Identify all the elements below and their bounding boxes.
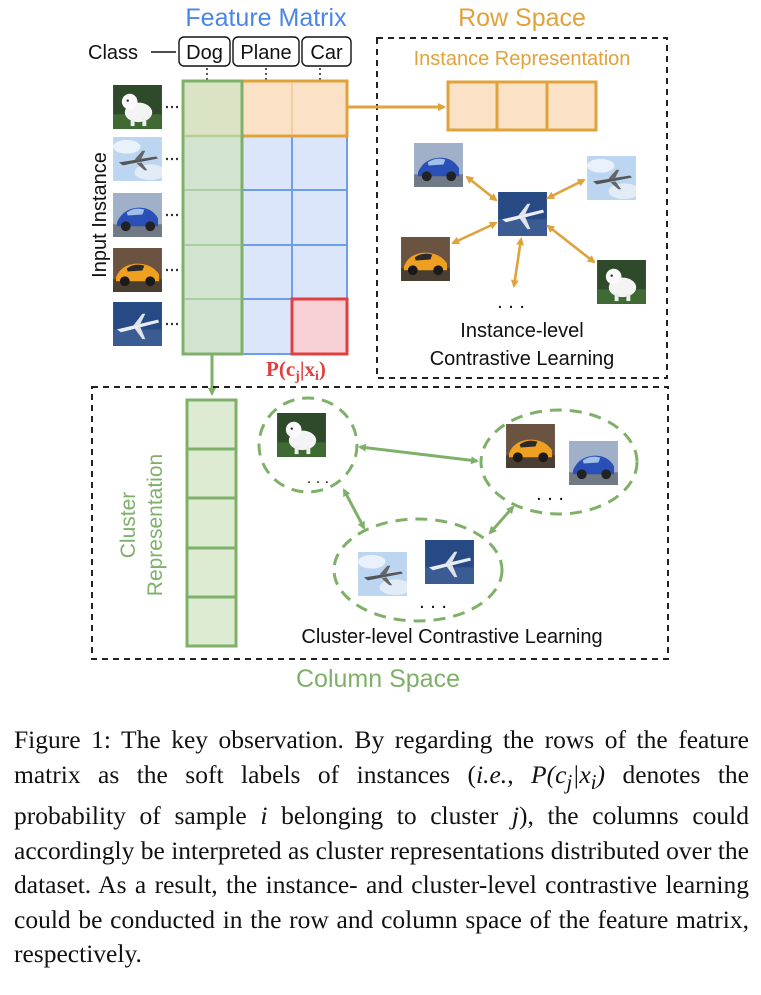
column-highlight	[181, 79, 244, 356]
class-tag-plane-label: Plane	[240, 42, 291, 64]
cluster-car-orange-thumb	[506, 424, 555, 468]
input-thumb-plane-dark	[113, 302, 162, 346]
row-connectors	[166, 105, 181, 326]
feature-matrix	[181, 79, 349, 356]
cluster-dog	[257, 396, 359, 494]
cluster-plane	[332, 517, 504, 623]
class-tag-plane: Plane	[232, 36, 300, 67]
cluster-contrastive-label: Cluster-level Contrastive Learning	[301, 626, 602, 648]
anchor-thumb-plane	[498, 192, 547, 236]
row-space-title: Row Space	[458, 4, 586, 32]
column-space-title: Column Space	[296, 665, 460, 693]
cluster-plane-thumb	[358, 552, 407, 596]
cluster-dog-thumb	[277, 413, 326, 457]
input-thumb-plane	[113, 137, 162, 181]
class-connectors	[206, 68, 321, 80]
class-tag-car: Car	[301, 36, 352, 67]
graph-thumb-plane	[587, 156, 636, 200]
graph-thumb-dog	[597, 260, 646, 304]
class-tag-car-label: Car	[310, 42, 343, 64]
input-thumb-car-orange	[113, 248, 162, 292]
instance-contrastive-line1: Instance-level	[460, 320, 583, 342]
instance-representation-label: Instance Representation	[414, 48, 631, 70]
row-space-box	[376, 37, 668, 379]
cluster-car-blue-thumb	[569, 441, 618, 485]
input-thumb-car-blue	[113, 193, 162, 237]
graph-thumb-car-blue	[414, 143, 463, 187]
cluster-plane-dark-thumb	[425, 540, 474, 584]
column-space-box	[91, 386, 669, 660]
cluster-arrows	[342, 443, 515, 535]
cluster-car	[479, 408, 639, 516]
instance-representation-vector	[446, 80, 598, 132]
input-instance-label: Input Instance	[89, 152, 111, 278]
feature-matrix-title: Feature Matrix	[185, 4, 347, 32]
probability-label: P(cj|xi)	[266, 357, 326, 384]
class-tag-dog: Dog	[178, 36, 231, 67]
cluster-plane-ellipsis: . . .	[419, 591, 447, 613]
cluster-representation-vector	[185, 398, 238, 648]
instance-ellipsis: . . .	[497, 291, 525, 313]
figure-caption: Figure 1: The key observation. By regard…	[14, 725, 750, 969]
class-tag-dog-label: Dog	[186, 42, 223, 64]
cluster-representation-line2: Representation	[144, 454, 167, 596]
class-label: Class	[88, 42, 138, 64]
cluster-car-ellipsis: . . .	[536, 483, 564, 505]
cluster-representation-line1: Cluster	[117, 492, 140, 559]
graph-thumb-car-orange	[401, 237, 450, 281]
input-thumb-dog	[113, 85, 162, 129]
cluster-dog-ellipsis: . . .	[307, 470, 329, 487]
instance-contrastive-line2: Contrastive Learning	[430, 348, 615, 370]
instance-arrows	[451, 175, 596, 288]
probability-cell	[290, 297, 349, 356]
figure-diagram: Feature Matrix Row Space Class Dog Plane…	[88, 4, 669, 693]
